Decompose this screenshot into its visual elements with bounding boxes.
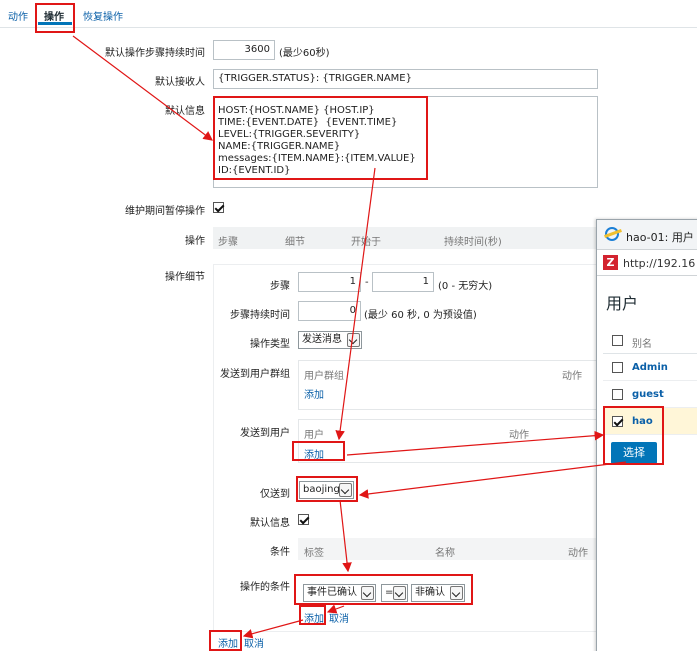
- users-add-link[interactable]: 添加: [304, 450, 324, 461]
- popup-user-row[interactable]: Admin: [603, 354, 697, 381]
- condition-type-value: 事件已确认: [307, 587, 357, 598]
- step-to-input[interactable]: 1: [372, 272, 434, 292]
- arrow-tab-to-message: [72, 35, 213, 141]
- conditions-col-label: 标签: [304, 548, 324, 559]
- chevron-down-icon: [361, 586, 374, 600]
- operations-table-header: 步骤 细节 开始于 持续时间(秒): [213, 227, 598, 249]
- detail-default-message-checkbox[interactable]: [298, 514, 309, 525]
- user-hao-link[interactable]: hao: [632, 416, 653, 427]
- popup-col-alias: 别名: [632, 339, 652, 350]
- tab-action[interactable]: 动作: [8, 12, 28, 23]
- chevron-down-icon: [393, 586, 406, 600]
- operations-col-step: 步骤: [218, 237, 238, 248]
- operation-conditions-label: 操作的条件: [240, 582, 290, 593]
- popup-titlebar: hao-01: 用户: [597, 220, 697, 250]
- popup-heading: 用户: [606, 294, 639, 313]
- conditions-label: 条件: [270, 547, 290, 558]
- user-select-popup: hao-01: 用户 Z http://192.16 用户 别名 Admin g…: [596, 219, 697, 651]
- step-from-input[interactable]: 1: [298, 272, 361, 292]
- default-recipient-label: 默认接收人: [155, 77, 205, 88]
- condition-cancel-link[interactable]: 取消: [329, 614, 349, 625]
- operation-type-label: 操作类型: [250, 339, 290, 350]
- user-hao-checkbox[interactable]: [612, 416, 623, 427]
- operations-label: 操作: [185, 236, 205, 247]
- popup-addressbar: Z http://192.16: [597, 250, 697, 276]
- popup-user-row-selected[interactable]: hao: [603, 408, 697, 435]
- step-separator: -: [365, 277, 369, 288]
- condition-value-value: 非确认: [415, 587, 445, 598]
- operations-col-duration: 持续时间(秒): [444, 237, 502, 248]
- condition-operator-value: =: [385, 587, 394, 598]
- step-range-hint: (0 - 无穷大): [438, 281, 493, 292]
- send-only-to-value: baojing: [303, 484, 340, 495]
- operations-col-start: 开始于: [351, 237, 381, 248]
- chevron-down-icon: [339, 483, 352, 497]
- operation-details-label: 操作细节: [165, 272, 205, 283]
- users-col-user: 用户: [304, 430, 324, 441]
- user-guest-checkbox[interactable]: [612, 389, 623, 400]
- popup-url[interactable]: http://192.16: [623, 257, 696, 270]
- arrow-popup-to-send-only: [358, 461, 627, 499]
- active-tab-indicator: [38, 22, 72, 25]
- default-recipient-input[interactable]: {TRIGGER.STATUS}: {TRIGGER.NAME}: [213, 69, 598, 89]
- operation-type-select[interactable]: 发送消息: [298, 331, 362, 349]
- pause-maintenance-checkbox[interactable]: [213, 202, 224, 213]
- tab-bar: 动作 操作 恢复操作: [0, 0, 697, 28]
- arrow-add-to-footer-add: [242, 619, 304, 639]
- condition-value-select[interactable]: 非确认: [411, 584, 465, 602]
- arrow-message-to-users-add: [335, 167, 376, 441]
- groups-col-action: 动作: [562, 371, 582, 382]
- tab-recovery-operations[interactable]: 恢复操作: [83, 12, 123, 23]
- default-message-label: 默认信息: [165, 106, 205, 117]
- condition-add-link[interactable]: 添加: [304, 614, 324, 625]
- default-message-textarea[interactable]: HOST:{HOST.NAME} {HOST.IP} TIME:{EVENT.D…: [213, 96, 598, 188]
- users-table: 用户 动作 添加: [298, 419, 598, 463]
- conditions-col-action: 动作: [568, 548, 588, 559]
- pause-maintenance-label: 维护期间暂停操作: [125, 206, 205, 217]
- condition-type-select[interactable]: 事件已确认: [303, 584, 376, 602]
- step-duration-detail-label: 步骤持续时间: [230, 310, 290, 321]
- step-duration-detail-hint: (最少 60 秒, 0 为预设值): [364, 310, 477, 321]
- steps-label: 步骤: [270, 281, 290, 292]
- tab-operations[interactable]: 操作: [44, 12, 64, 23]
- chevron-down-icon: [450, 586, 463, 600]
- zabbix-logo-icon: Z: [603, 255, 618, 270]
- operation-type-value: 发送消息: [302, 334, 342, 345]
- browser-icon: [605, 227, 619, 241]
- send-only-to-select[interactable]: baojing: [299, 481, 354, 499]
- popup-title: hao-01: 用户: [626, 231, 694, 244]
- groups-col-group: 用户群组: [304, 371, 344, 382]
- condition-operator-select[interactable]: =: [381, 584, 408, 602]
- operation-add-link[interactable]: 添加: [218, 639, 238, 650]
- groups-add-link[interactable]: 添加: [304, 390, 324, 401]
- user-guest-link[interactable]: guest: [632, 389, 664, 400]
- step-duration-hint: (最少60秒): [279, 48, 330, 59]
- operation-cancel-link[interactable]: 取消: [244, 639, 264, 650]
- popup-table-header: 别名: [603, 328, 697, 354]
- step-duration-input[interactable]: 3600: [213, 40, 275, 60]
- users-col-action: 动作: [509, 430, 529, 441]
- arrow-send-only-to-condition: [339, 499, 352, 573]
- user-admin-checkbox[interactable]: [612, 362, 623, 373]
- arrow-users-add-to-popup: [346, 430, 605, 456]
- send-to-users-label: 发送到用户: [240, 428, 290, 439]
- send-to-groups-label: 发送到用户群组: [220, 369, 290, 380]
- detail-default-message-label: 默认信息: [250, 518, 290, 529]
- popup-select-all-checkbox[interactable]: [612, 335, 623, 346]
- user-admin-link[interactable]: Admin: [632, 362, 668, 373]
- step-duration-label: 默认操作步骤持续时间: [105, 48, 205, 59]
- conditions-table-header: 标签 名称 动作: [298, 538, 598, 560]
- send-only-to-label: 仅送到: [260, 489, 290, 500]
- popup-select-button[interactable]: 选择: [611, 442, 657, 464]
- arrow-condition-to-add: [326, 604, 345, 614]
- conditions-col-name: 名称: [435, 548, 455, 559]
- step-duration-detail-input[interactable]: 0: [298, 301, 361, 321]
- operations-col-details: 细节: [285, 237, 305, 248]
